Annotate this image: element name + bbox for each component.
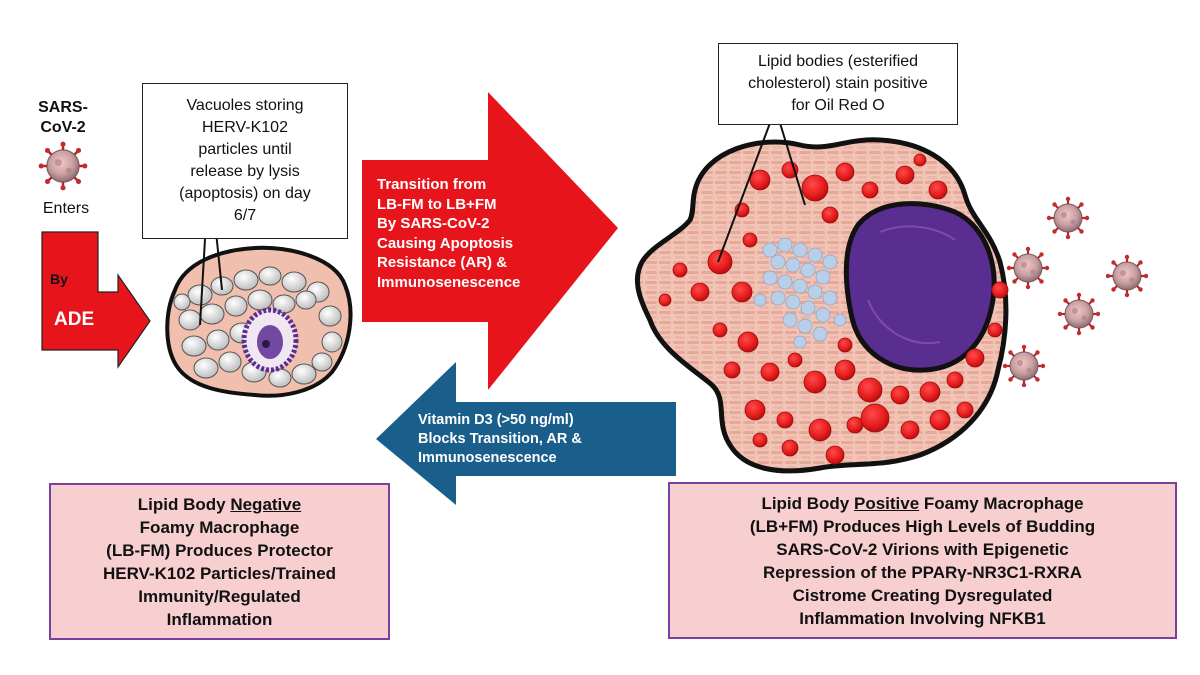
vacuoles-line: Vacuoles storing	[186, 97, 304, 114]
negative-line: (LB-FM) Produces Protector	[106, 540, 333, 560]
enters-label: Enters	[42, 200, 90, 217]
lipid-bodies-callout-box: Lipid bodies (esterified cholesterol) st…	[718, 43, 958, 125]
transition-line: Immunosenescence	[377, 273, 521, 291]
virus-label-line: CoV-2	[40, 119, 86, 136]
transition-line: Transition from	[377, 176, 487, 193]
sars-cov-2-virus-icon	[37, 140, 89, 192]
transition-arrow-text: Transition from LB-FM to LB+FM By SARS-C…	[377, 175, 577, 292]
transition-line: Causing Apoptosis	[377, 234, 514, 252]
negative-line: Foamy Macrophage	[139, 517, 300, 537]
positive-title-line: Lipid Body Positive Foamy Macrophage	[761, 492, 1083, 515]
transition-line: LB-FM to LB+FM	[377, 195, 497, 213]
vitamin-line: Immunosenescence	[418, 450, 557, 466]
vitamin-d3-arrow	[376, 362, 676, 505]
lipid-bodies-line: Lipid bodies (esterified	[757, 53, 919, 70]
positive-line: SARS-CoV-2 Virions with Epigenetic	[776, 539, 1069, 559]
transition-line: Resistance (AR) &	[377, 254, 508, 271]
negative-line: Immunity/Regulated	[138, 586, 301, 606]
positive-line: Cistrome Creating Dysregulated	[792, 585, 1053, 605]
by-label: By	[50, 271, 68, 287]
lipid-bodies-line: cholesterol) stain positive	[748, 75, 928, 92]
virus-label: SARS- CoV-2	[28, 98, 98, 138]
positive-title-suffix: Foamy Macrophage	[919, 493, 1084, 513]
lipid-body-negative-macrophage	[165, 245, 353, 398]
positive-line: Repression of the PPARγ-NR3C1-RXRA	[763, 562, 1082, 582]
negative-line: HERV-K102 Particles/Trained	[102, 563, 337, 583]
vacuoles-line: particles until	[198, 141, 292, 158]
negative-title-line: Lipid Body Negative	[138, 493, 301, 516]
vitamin-line: Vitamin D3 (>50 ng/ml)	[418, 412, 574, 428]
vacuoles-line: 6/7	[233, 207, 257, 224]
virion-icon	[1104, 253, 1150, 299]
negative-line: Inflammation	[166, 609, 273, 629]
vitamin-line: Blocks Transition, AR &	[418, 431, 582, 447]
virus-label-line: SARS-	[38, 99, 88, 116]
transition-arrow	[362, 92, 618, 390]
virion-icon	[1056, 291, 1102, 337]
negative-title-prefix: Lipid Body	[137, 494, 231, 514]
vacuoles-line: HERV-K102	[202, 119, 288, 136]
vitamin-d3-arrow-text: Vitamin D3 (>50 ng/ml) Blocks Transition…	[418, 411, 674, 468]
ade-entry-arrow	[41, 231, 151, 369]
lipid-body-positive-macrophage	[634, 137, 1009, 474]
negative-emphasis: Negative	[230, 494, 302, 514]
positive-title-prefix: Lipid Body	[761, 493, 854, 513]
positive-line: Inflammation Involving NFKB1	[799, 608, 1046, 628]
vacuoles-callout-box: Vacuoles storing HERV-K102 particles unt…	[142, 83, 348, 239]
lipid-bodies-pointer-lines	[717, 122, 806, 263]
positive-emphasis: Positive	[853, 493, 920, 513]
lipid-body-negative-box: Lipid Body Negative Foamy Macrophage (LB…	[49, 483, 390, 640]
vacuoles-line: release by lysis	[190, 163, 300, 180]
ade-label: ADE	[54, 309, 95, 330]
virion-icon	[1005, 245, 1051, 291]
vacuoles-line: (apoptosis) on day	[179, 185, 311, 202]
budding-virions	[1001, 195, 1150, 389]
transition-line: By SARS-CoV-2	[377, 215, 490, 232]
virion-icon	[1001, 343, 1047, 389]
virion-icon	[1045, 195, 1091, 241]
lipid-body-positive-box: Lipid Body Positive Foamy Macrophage (LB…	[668, 482, 1177, 639]
positive-line: (LB+FM) Produces High Levels of Budding	[749, 516, 1096, 536]
lipid-bodies-line: for Oil Red O	[791, 97, 885, 114]
